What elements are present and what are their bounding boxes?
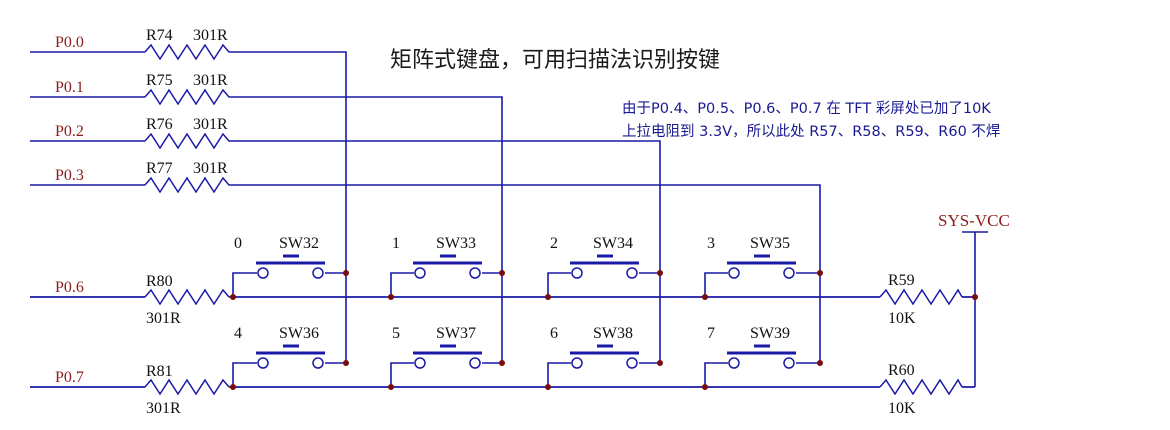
resistor-value: 301R (146, 400, 181, 417)
switch-ref: SW39 (750, 325, 790, 342)
power-rail-sys-vcc: SYS-VCC (938, 211, 1010, 387)
schematic-title: 矩阵式键盘，可用扫描法识别按键 (390, 48, 720, 73)
pullup-value: 10K (888, 310, 916, 327)
column-net-p0-3: P0.3 R77 301R (30, 160, 821, 273)
switch-sw35: 3 SW35 (704, 235, 820, 297)
switch-sw34: 2 SW34 (547, 235, 660, 297)
switch-key-label: 6 (550, 325, 558, 342)
switch-sw37: 5 SW37 (390, 325, 502, 387)
switch-ref: SW32 (279, 235, 319, 252)
resistor-ref: R74 (146, 27, 173, 44)
power-label: SYS-VCC (938, 211, 1010, 230)
switch-ref: SW38 (593, 325, 633, 342)
column-net-p0-0: P0.0 R74 301R (30, 27, 347, 273)
switch-key-label: 7 (707, 325, 715, 342)
switch-key-label: 4 (234, 325, 242, 342)
column-net-label: P0.3 (55, 167, 84, 184)
switch-ref: SW33 (436, 235, 476, 252)
row-net-p0-7: P0.7 R81 301R R60 10K (30, 362, 975, 417)
row-net-p0-6: P0.6 R80 301R R59 10K (30, 272, 975, 327)
resistor-ref: R81 (146, 363, 173, 380)
switch-key-label: 2 (550, 235, 558, 252)
switch-ref: SW34 (593, 235, 633, 252)
switch-ref: SW37 (436, 325, 476, 342)
switch-key-label: 1 (392, 235, 400, 252)
switch-ref: SW35 (750, 235, 790, 252)
switch-sw36: 4 SW36 (232, 325, 346, 387)
resistor-value: 301R (146, 310, 181, 327)
switch-key-label: 3 (707, 235, 715, 252)
junction-dots (230, 270, 978, 390)
resistor-ref: R75 (146, 72, 173, 89)
column-net-label: P0.2 (55, 123, 84, 140)
pullup-ref: R60 (888, 362, 915, 379)
column-drop-wires (345, 273, 821, 363)
switch-key-label: 0 (234, 235, 242, 252)
resistor-value: 301R (193, 27, 228, 44)
pullup-value: 10K (888, 400, 916, 417)
row-net-label: P0.6 (55, 279, 84, 296)
switch-sw39: 7 SW39 (704, 325, 820, 387)
column-net-p0-2: P0.2 R76 301R (30, 116, 661, 273)
column-net-label: P0.1 (55, 79, 84, 96)
resistor-value: 301R (193, 116, 228, 133)
resistor-ref: R80 (146, 273, 173, 290)
switch-sw33: 1 SW33 (390, 235, 502, 297)
resistor-ref: R76 (146, 116, 173, 133)
column-net-p0-1: P0.1 R75 301R (30, 72, 503, 273)
resistor-value: 301R (193, 72, 228, 89)
resistor-ref: R77 (146, 160, 173, 177)
pullup-ref: R59 (888, 272, 915, 289)
note-line-2: 上拉电阻到 3.3V，所以此处 R57、R58、R59、R60 不焊 (622, 123, 1000, 140)
column-net-label: P0.0 (55, 34, 84, 51)
switch-key-label: 5 (392, 325, 400, 342)
switch-sw38: 6 SW38 (547, 325, 660, 387)
note-line-1: 由于P0.4、P0.5、P0.6、P0.7 在 TFT 彩屏处已加了10K (622, 100, 991, 117)
switch-ref: SW36 (279, 325, 319, 342)
row-net-label: P0.7 (55, 369, 84, 386)
switch-sw32: 0 SW32 (232, 235, 346, 297)
resistor-value: 301R (193, 160, 228, 177)
